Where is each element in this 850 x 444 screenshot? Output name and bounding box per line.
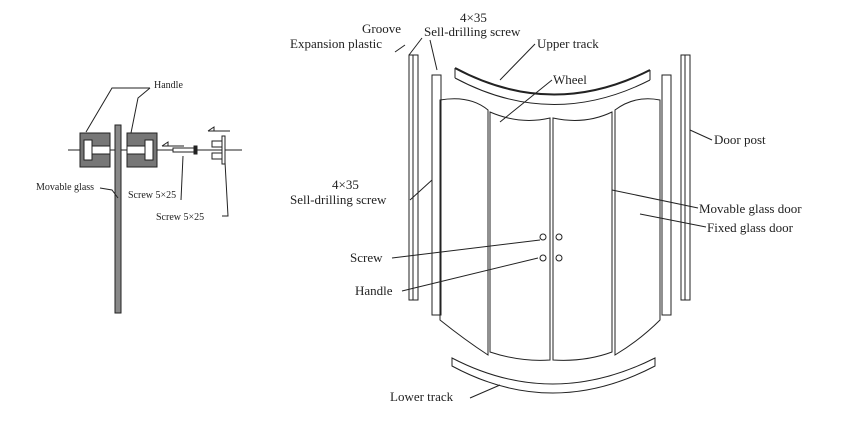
label-handle-detail: Handle <box>154 80 183 91</box>
label-expansion-plastic: Expansion plastic <box>290 36 383 51</box>
label-lower-track: Lower track <box>390 389 454 404</box>
label-handle: Handle <box>355 283 393 298</box>
label-screw-2: Screw 5×25 <box>156 212 205 223</box>
handle-detail-drawing <box>68 87 242 314</box>
label-side-screw-size: 4×35 <box>332 177 359 192</box>
label-upper-track: Upper track <box>537 36 599 51</box>
label-movable-glass: Movable glass <box>36 182 95 193</box>
label-screw-1: Screw 5×25 <box>128 190 177 201</box>
shower-enclosure-drawing <box>391 37 713 399</box>
label-top-screw: Sell-drilling screw <box>424 24 521 39</box>
label-fixed-glass-door: Fixed glass door <box>707 220 793 235</box>
label-screw: Screw <box>350 250 383 265</box>
label-top-screw-size: 4×35 <box>460 10 487 25</box>
label-groove: Groove <box>362 21 401 36</box>
label-wheel: Wheel <box>553 72 587 87</box>
label-side-screw: Sell-drilling screw <box>290 192 387 207</box>
label-movable-glass-door: Movable glass door <box>699 201 802 216</box>
label-door-post: Door post <box>714 132 766 147</box>
